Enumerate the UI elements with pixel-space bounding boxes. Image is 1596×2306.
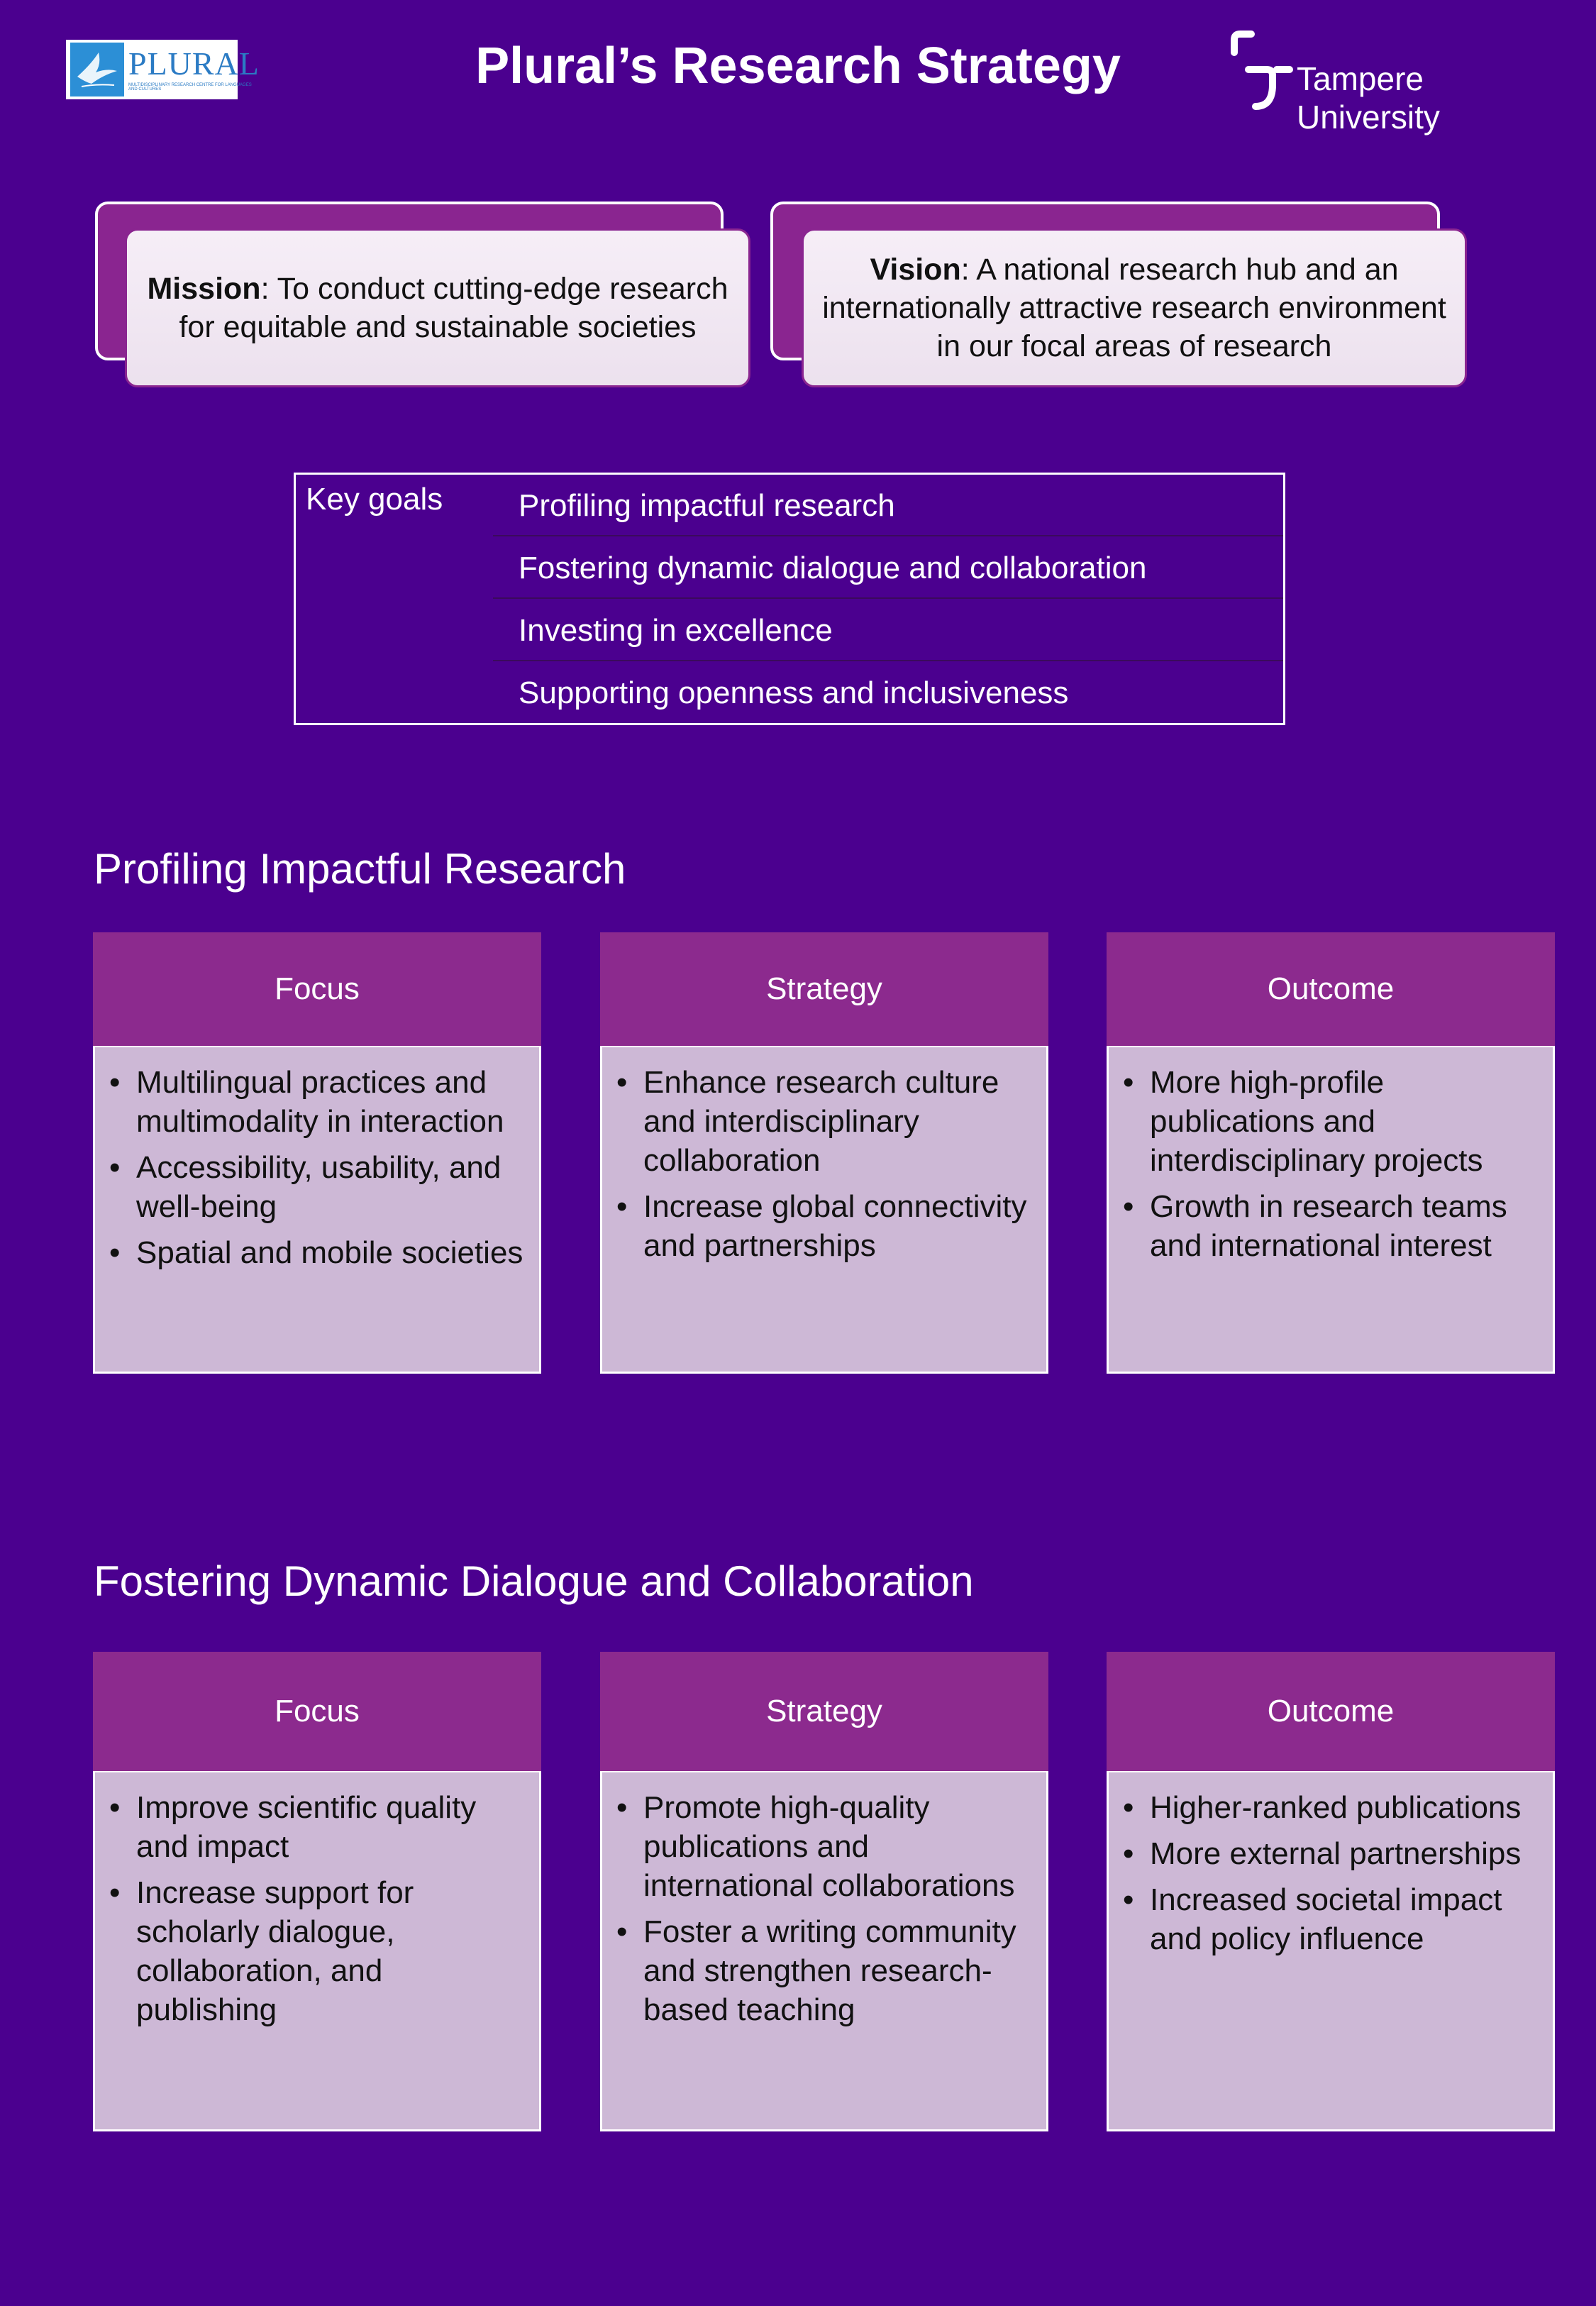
- bullet-item: Higher-ranked publications: [1109, 1788, 1541, 1827]
- card-title: Strategy: [600, 1652, 1048, 1771]
- tampere-symbol-icon: [1231, 31, 1293, 110]
- outcome-card: Outcome More high-profile publications a…: [1107, 932, 1555, 1374]
- key-goals-label: Key goals: [306, 482, 443, 517]
- section-heading: Fostering Dynamic Dialogue and Collabora…: [94, 1557, 974, 1605]
- tampere-university-logo: Tampere University: [1227, 28, 1561, 136]
- tampere-logo-text: Tampere University: [1297, 60, 1440, 136]
- mission-box: Mission: To conduct cutting-edge researc…: [125, 228, 750, 387]
- card-body: More high-profile publications and inter…: [1107, 1046, 1555, 1374]
- card-title: Focus: [93, 932, 541, 1046]
- bullet-item: Accessibility, usability, and well-being: [95, 1148, 528, 1226]
- bullet-item: Increase global connectivity and partner…: [602, 1187, 1035, 1265]
- focus-card: Focus Improve scientific quality and imp…: [93, 1652, 541, 2131]
- plural-logo-subtitle: MULTIDISCIPLINARY RESEARCH CENTRE FOR LA…: [128, 83, 252, 92]
- bullet-item: Spatial and mobile societies: [95, 1233, 528, 1272]
- bullet-item: Increase support for scholarly dialogue,…: [95, 1873, 528, 2029]
- card-title: Outcome: [1107, 932, 1555, 1046]
- strategy-card: Strategy Promote high-quality publicatio…: [600, 1652, 1048, 2131]
- bullet-item: Growth in research teams and internation…: [1109, 1187, 1541, 1265]
- card-title: Focus: [93, 1652, 541, 1771]
- card-body: Enhance research culture and interdiscip…: [600, 1046, 1048, 1374]
- key-goal-item: Fostering dynamic dialogue and collabora…: [493, 537, 1283, 599]
- key-goal-item: Supporting openness and inclusiveness: [519, 675, 1069, 710]
- section-heading: Profiling Impactful Research: [94, 845, 626, 893]
- card-title: Outcome: [1107, 1652, 1555, 1771]
- key-goal-item: Profiling impactful research: [493, 475, 1283, 536]
- bullet-item: More external partnerships: [1109, 1834, 1541, 1873]
- outcome-card: Outcome Higher-ranked publications More …: [1107, 1652, 1555, 2131]
- mission-label: Mission: [147, 272, 261, 306]
- bullet-item: Multilingual practices and multimodality…: [95, 1063, 528, 1141]
- bullet-item: Increased societal impact and policy inf…: [1109, 1880, 1541, 1958]
- bullet-item: Enhance research culture and interdiscip…: [602, 1063, 1035, 1180]
- card-title: Strategy: [600, 932, 1048, 1046]
- card-body: Promote high-quality publications and in…: [600, 1771, 1048, 2131]
- vision-text: : A national research hub and an interna…: [822, 253, 1446, 363]
- vision-box: Vision: A national research hub and an i…: [802, 228, 1467, 387]
- mission-text: : To conduct cutting-edge research for e…: [179, 272, 728, 344]
- bullet-item: Promote high-quality publications and in…: [602, 1788, 1035, 1905]
- bullet-item: More high-profile publications and inter…: [1109, 1063, 1541, 1180]
- page-title: Plural’s Research Strategy: [475, 38, 1121, 94]
- vision-label: Vision: [870, 253, 961, 287]
- card-body: Multilingual practices and multimodality…: [93, 1046, 541, 1374]
- bullet-item: Improve scientific quality and impact: [95, 1788, 528, 1866]
- focus-card: Focus Multilingual practices and multimo…: [93, 932, 541, 1374]
- key-goal-item: Investing in excellence: [493, 600, 1283, 661]
- plural-logo-name: PLURAL: [128, 45, 260, 82]
- plural-logo: PLURAL MULTIDISCIPLINARY RESEARCH CENTRE…: [66, 40, 259, 99]
- key-goals-table: Key goals Profiling impactful research F…: [294, 473, 1285, 725]
- card-body: Higher-ranked publications More external…: [1107, 1771, 1555, 2131]
- card-body: Improve scientific quality and impact In…: [93, 1771, 541, 2131]
- bullet-item: Foster a writing community and strengthe…: [602, 1912, 1035, 2029]
- strategy-card: Strategy Enhance research culture and in…: [600, 932, 1048, 1374]
- plural-bird-icon: [70, 43, 124, 96]
